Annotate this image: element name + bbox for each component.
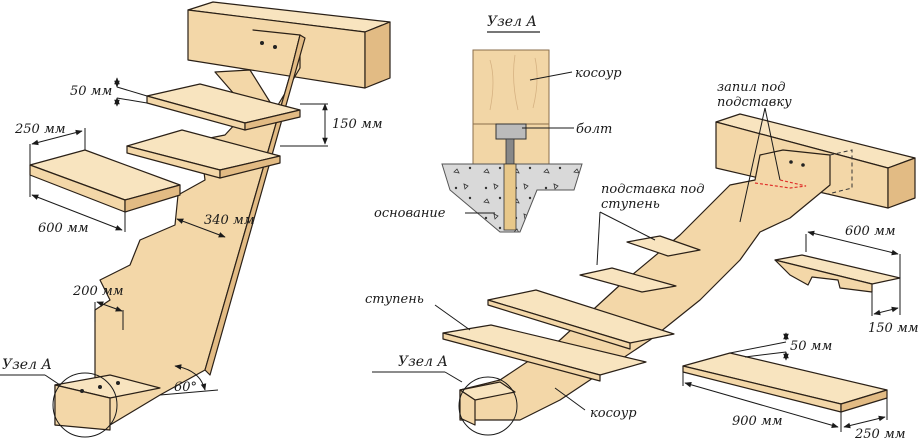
loose-support-front — [774, 259, 873, 293]
dim-150-support — [873, 306, 899, 316]
dim-600-support — [807, 230, 899, 256]
label-340mm: 340 мм — [204, 213, 255, 228]
right-beam-end — [887, 157, 916, 209]
loose-tread-end — [124, 184, 181, 213]
bolt-head — [495, 123, 527, 140]
dim-250 — [31, 129, 83, 146]
label-node-a-right: Узел А — [398, 354, 448, 370]
label-600mm-support: 600 мм — [845, 224, 896, 239]
dim-200 — [96, 301, 123, 312]
label-250mm-tread: 250 мм — [854, 427, 906, 442]
left-staircase: 50 мм 150 мм 250 мм 600 мм 340 мм 200 мм… — [0, 1, 391, 438]
dim-340 — [176, 218, 226, 238]
detail-label-base: основание — [374, 206, 446, 221]
label-250mm: 250 мм — [14, 122, 66, 137]
label-step: ступень — [365, 292, 424, 307]
label-200mm: 200 мм — [72, 284, 124, 299]
anchor — [503, 163, 517, 231]
dim-900 — [684, 382, 839, 428]
detail-label-stringer: косоур — [575, 66, 622, 81]
right-tread-1-front — [487, 299, 631, 350]
label-150mm: 150 мм — [332, 117, 383, 132]
base-block-front — [54, 384, 111, 431]
cut-outline — [754, 179, 807, 189]
label-50mm: 50 мм — [70, 84, 112, 99]
label-stringer-right: косоур — [590, 406, 637, 421]
tread-1-end — [244, 109, 301, 131]
node-a-detail: Узел А косоур болт основание — [374, 14, 622, 233]
right-tread-2-front — [442, 332, 601, 382]
right-base-front — [459, 389, 476, 426]
stringer-section — [472, 49, 550, 125]
dim-250-tread — [843, 415, 886, 429]
support-1 — [626, 235, 701, 257]
label-600mm: 600 мм — [38, 221, 89, 236]
label-150mm-support: 150 мм — [868, 321, 919, 336]
label-900mm: 900 мм — [732, 414, 783, 429]
label-60deg: 60° — [174, 380, 197, 395]
top-beam-end — [364, 21, 391, 89]
bolt-shaft — [505, 138, 515, 165]
node-a-circle-left — [52, 372, 118, 438]
label-50mm-tread: 50 мм — [790, 339, 832, 354]
dim-600 — [31, 194, 123, 231]
node-a-circle-right — [458, 376, 518, 436]
label-node-a-left: Узел А — [2, 357, 52, 373]
tread-2-end — [219, 155, 281, 179]
dim-angle — [174, 364, 207, 391]
detail-title: Узел А — [487, 14, 537, 30]
support-2 — [579, 267, 677, 293]
detail-label-bolt: болт — [576, 122, 612, 137]
